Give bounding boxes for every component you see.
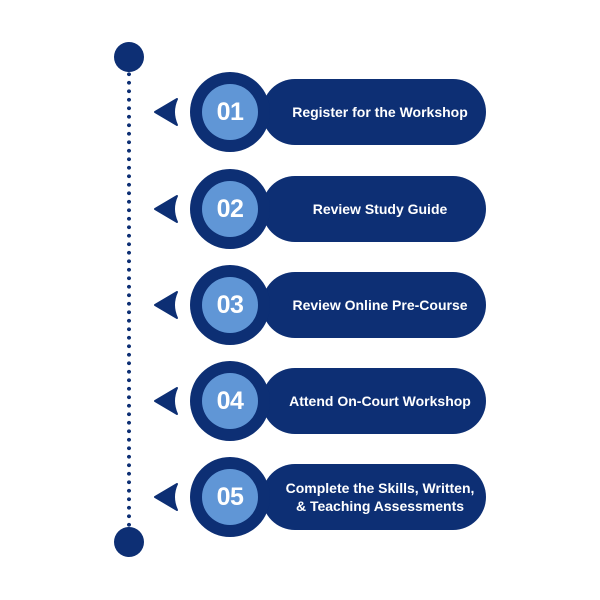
timeline-start-dot (114, 42, 144, 72)
step-label: Attend On-Court Workshop (289, 393, 471, 409)
step-item: Review Study Guide 02 (0, 169, 600, 249)
chevron-left-icon (154, 195, 178, 223)
chevron-left-icon (154, 98, 178, 126)
step-label-pill: Complete the Skills, Written, & Teaching… (262, 464, 486, 530)
step-label: Complete the Skills, Written, & Teaching… (285, 480, 475, 514)
chevron-left-icon (154, 387, 178, 415)
step-number-badge: 01 (202, 84, 258, 140)
step-label-pill: Register for the Workshop (262, 79, 486, 145)
chevron-left-icon (154, 483, 178, 511)
step-label: Register for the Workshop (292, 104, 468, 120)
step-item: Register for the Workshop 01 (0, 72, 600, 152)
step-item: Attend On-Court Workshop 04 (0, 361, 600, 441)
dotted-timeline-line (127, 70, 131, 530)
step-number: 04 (216, 386, 244, 415)
step-number-badge: 03 (202, 277, 258, 333)
step-number: 03 (216, 290, 244, 319)
step-item: Complete the Skills, Written, & Teaching… (0, 457, 600, 537)
step-number: 05 (216, 482, 244, 511)
step-label-pill: Review Study Guide (262, 176, 486, 242)
step-number-badge: 04 (202, 373, 258, 429)
step-number: 02 (216, 194, 244, 223)
step-label: Review Online Pre-Course (292, 297, 468, 313)
step-item: Review Online Pre-Course 03 (0, 265, 600, 345)
step-label-pill: Review Online Pre-Course (262, 272, 486, 338)
step-number: 01 (216, 97, 244, 126)
timeline-end-dot (114, 527, 144, 557)
step-number-badge: 02 (202, 181, 258, 237)
step-label: Review Study Guide (312, 201, 448, 217)
step-label-pill: Attend On-Court Workshop (262, 368, 486, 434)
chevron-left-icon (154, 291, 178, 319)
step-number-badge: 05 (202, 469, 258, 525)
